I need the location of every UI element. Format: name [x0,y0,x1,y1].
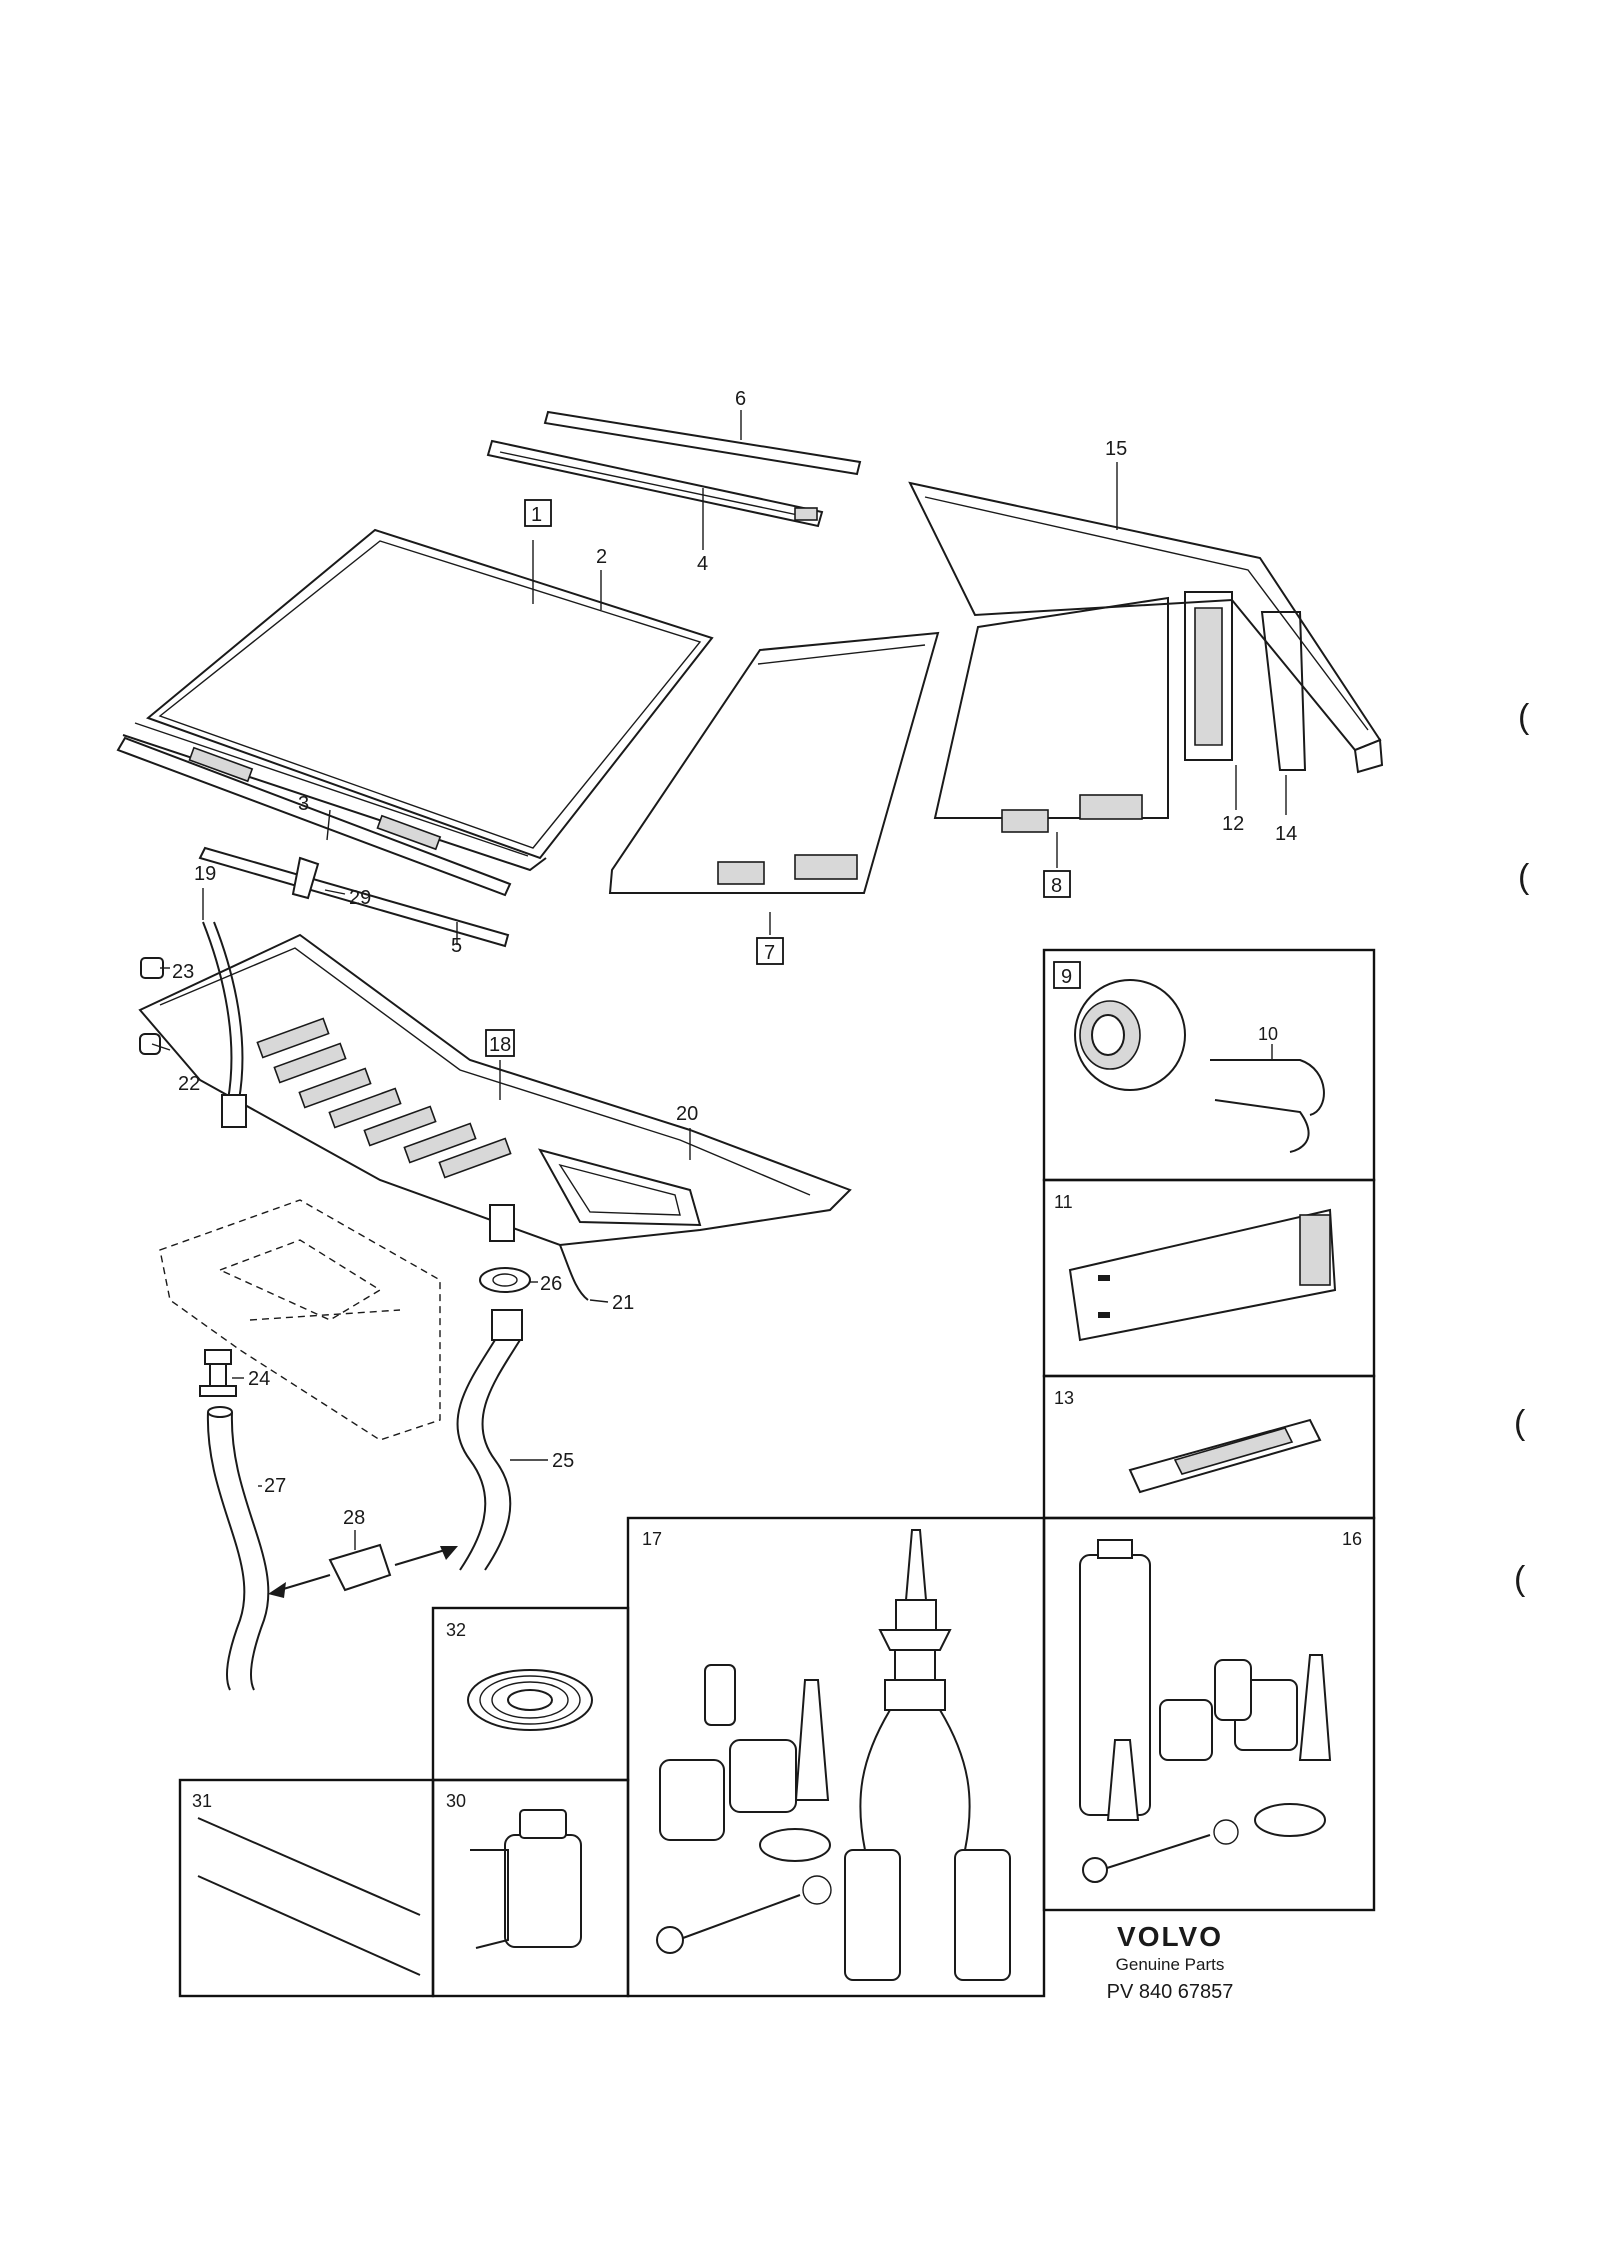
callout-14: 14 [1275,823,1297,845]
callout-21: 21 [612,1292,634,1314]
box-31 [178,1778,435,1998]
windshield [122,528,714,872]
callout-5: 5 [451,935,462,957]
callout-15: 15 [1105,438,1127,460]
brand-logo: VOLVO [1117,1921,1223,1952]
adhesive-kit-17 [656,1529,1011,1981]
callout-22: 22 [178,1073,200,1095]
callout-8: 8 [1051,875,1062,897]
callout-29: 29 [349,887,371,909]
callout-1: 1 [531,504,542,526]
callout-3: 3 [298,793,309,815]
callout-27: 27 [264,1475,286,1497]
drain-spout-right [489,1204,515,1242]
rear-window [908,481,1384,774]
margin-mark-2: ( [1518,858,1530,896]
grommet-22 [139,1033,161,1055]
callout-18: 18 [489,1034,511,1056]
callout-11: 11 [1054,1192,1073,1212]
brand-tagline: Genuine Parts [1116,1955,1225,1974]
rear-door-glass [933,596,1169,833]
strips-31 [197,1817,421,1976]
callout-10: 10 [1258,1024,1278,1044]
callout-9: 9 [1061,966,1072,988]
callout-19: 19 [194,863,216,885]
clip-10 [1210,1059,1325,1153]
seal-26 [479,1267,531,1293]
callouts: 1 2 3 4 5 6 7 8 9 10 11 12 13 14 15 16 1… [172,388,1362,1811]
upper-strip [543,410,862,476]
callout-17: 17 [642,1529,662,1549]
callout-32: 32 [446,1620,466,1640]
pad-13 [1128,1418,1322,1494]
callout-16: 16 [1342,1529,1362,1549]
hose-27 [206,1406,270,1691]
callout-4: 4 [697,553,708,575]
callout-23: 23 [172,961,194,983]
hose-19 [202,921,233,1101]
margin-mark-4: ( [1514,1560,1526,1598]
front-door-glass [608,631,940,894]
callout-7: 7 [764,942,775,964]
callout-6: 6 [735,388,746,410]
cowl-sponges [256,1017,512,1179]
clamp-28 [268,1543,458,1598]
callout-24: 24 [248,1368,270,1390]
callout-25: 25 [552,1450,574,1472]
bracket-11 [1068,1208,1337,1342]
callout-31: 31 [192,1791,212,1811]
callout-30: 30 [446,1791,466,1811]
margin-mark-3: ( [1514,1404,1526,1442]
part-code: PV 840 67857 [1107,1981,1234,2003]
lower-trim-strip [198,846,510,948]
valve-24 [199,1349,237,1397]
margin-marks: ( ( ( ( [1514,698,1530,1598]
cowl-panel [138,933,852,1247]
floor-pan [159,1199,441,1441]
callout-12: 12 [1222,813,1244,835]
upper-rail [486,439,824,528]
margin-mark-1: ( [1518,698,1530,736]
drain-spout-left [221,1094,247,1128]
washer-32 [467,1669,593,1731]
callout-13: 13 [1054,1388,1074,1408]
hose-25 [456,1309,523,1571]
adhesive-kit-16 [1079,1539,1332,1883]
callout-28: 28 [343,1507,365,1529]
clip-29 [291,856,320,900]
quarter-window-seal [1184,591,1307,771]
mount-9 [1074,979,1186,1091]
grommet-23 [140,957,164,979]
callout-20: 20 [676,1103,698,1125]
footer: VOLVO Genuine Parts PV 840 67857 [1107,1921,1234,2003]
callout-26: 26 [540,1273,562,1295]
windshield-lower-moulding [116,736,512,897]
leader-lines [151,410,1287,1550]
bottle-30 [470,1809,582,1949]
box-13 [1042,1374,1376,1520]
callout-2: 2 [596,546,607,568]
strip-21 [559,1244,589,1301]
